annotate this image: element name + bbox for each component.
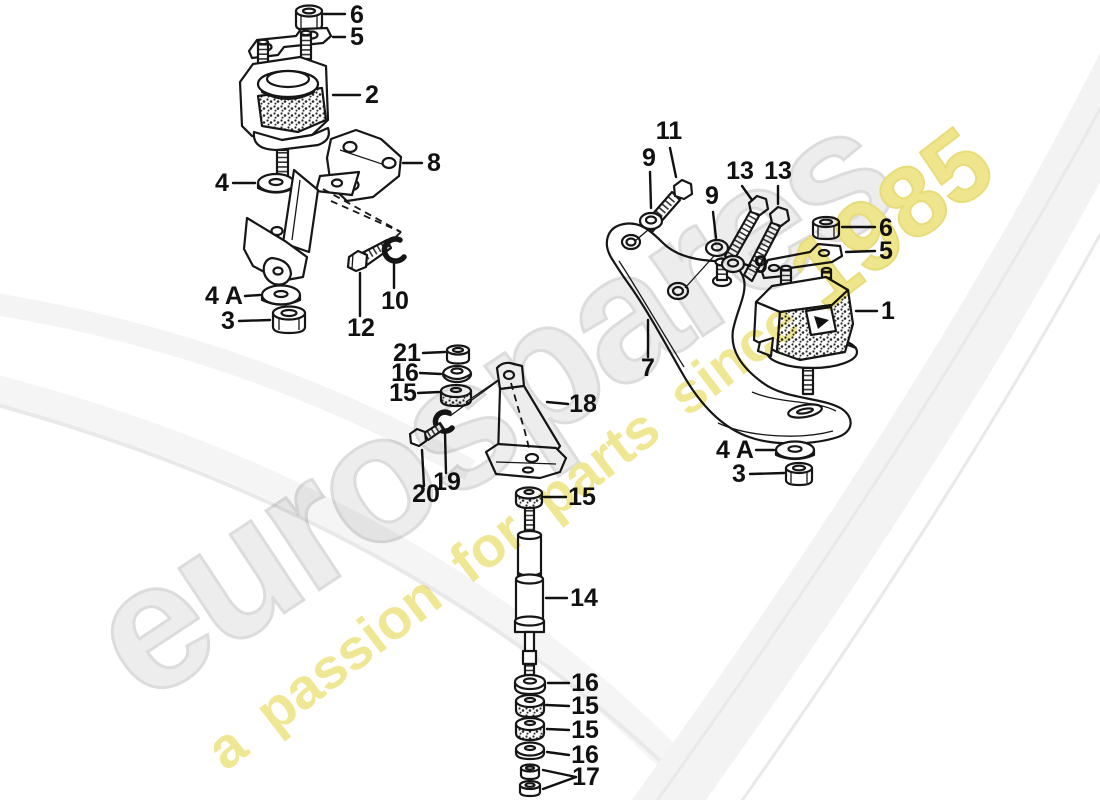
assembly-line-clip-to-bracket	[449, 377, 503, 417]
bushing-part15-shock-lower	[514, 716, 546, 742]
washer-part9-b	[704, 238, 730, 258]
part-label-16-b: 16	[571, 741, 599, 769]
hex-nut-part6-left	[294, 4, 324, 32]
hex-nut-part17-b	[518, 779, 542, 798]
hex-nut-part3-left	[271, 305, 307, 335]
part-label-17: 17	[572, 763, 600, 791]
part-label-3-right: 3	[732, 460, 746, 488]
part-label-11: 11	[656, 117, 683, 145]
part-label-13-b: 13	[764, 157, 792, 185]
part-label-14: 14	[570, 584, 598, 612]
part-label-20: 20	[412, 480, 440, 508]
part-label-10: 10	[381, 287, 409, 315]
support-bracket-body	[242, 168, 361, 286]
part-label-6-left: 6	[350, 1, 364, 29]
part-label-9-b: 9	[705, 182, 719, 210]
shock-absorber-part14	[513, 506, 546, 677]
part-label-15-mid: 15	[389, 379, 417, 407]
part-label-12: 12	[347, 314, 375, 342]
part-label-5-left: 5	[350, 23, 364, 51]
part-label-5-right: 5	[879, 237, 893, 265]
bushing-part15-mid	[439, 383, 473, 408]
hex-nut-part6-right	[811, 215, 841, 241]
bolt-part13-a	[723, 194, 770, 264]
clip-part10	[381, 236, 407, 264]
bracket-part18	[484, 361, 568, 480]
part-label-4a-right: 4 A	[716, 436, 754, 464]
engine-mount-part1	[752, 264, 859, 396]
washer-part16-mid	[441, 364, 473, 384]
washer-part9-c	[720, 254, 746, 274]
part-label-1: 1	[881, 297, 895, 325]
hex-nut-part3-right	[784, 461, 814, 487]
part-label-16-mid: 16	[391, 359, 419, 387]
leader-lines	[231, 12, 879, 791]
bushing-part15-shock-upper	[514, 693, 546, 719]
hex-nut-part21	[445, 344, 471, 365]
part-label-9-c: 9	[754, 251, 768, 279]
part-label-8: 8	[427, 149, 441, 177]
bolt-part13-b	[742, 205, 791, 283]
part-label-7: 7	[641, 354, 655, 382]
part-label-19: 19	[433, 468, 461, 496]
part-label-21: 21	[393, 339, 421, 367]
engine-mount-part2	[238, 29, 330, 178]
clip-part19	[432, 409, 455, 434]
callout-labels: 6 5 2 8 4 10 12 4 A 3 11 9 13 13 9 6 5 9…	[205, 1, 895, 791]
part-label-6-right: 6	[879, 214, 893, 242]
washer-part4a-left	[260, 284, 302, 306]
part-label-13-a: 13	[726, 157, 754, 185]
bushing-part15-upper-shock	[514, 486, 544, 510]
part-label-4a-left: 4 A	[205, 282, 243, 310]
cross-member-part7	[605, 222, 852, 445]
part-label-3-left: 3	[221, 307, 235, 335]
part-label-15-a: 15	[571, 692, 599, 720]
washer-part16-shock-upper	[513, 673, 547, 696]
part-label-15-b: 15	[571, 716, 599, 744]
hex-nut-part17-a	[519, 763, 541, 781]
washer-part4a-right	[774, 440, 816, 461]
part-label-18: 18	[569, 390, 597, 418]
part-label-15-upper: 15	[568, 483, 596, 511]
washer-part9-a	[638, 211, 664, 231]
washer-part16-shock-lower	[514, 741, 546, 761]
bolt-part20	[408, 421, 446, 448]
washer-part4	[256, 172, 296, 194]
part-label-4: 4	[215, 169, 229, 197]
part-label-2: 2	[365, 81, 379, 109]
part-label-16-a: 16	[571, 669, 599, 697]
part-label-9-a: 9	[642, 144, 656, 172]
